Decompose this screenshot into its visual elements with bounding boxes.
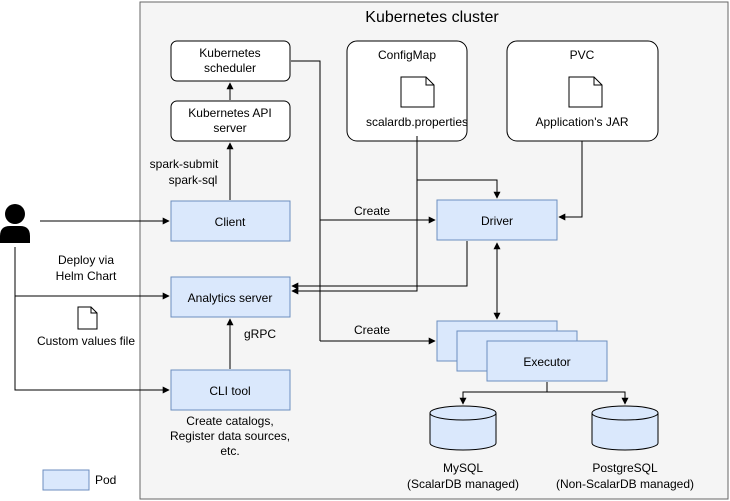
cli-notes-line2: Register data sources, [170, 429, 290, 443]
analytics-server-pod[interactable] [170, 276, 291, 318]
mysql-database-icon[interactable] [429, 405, 497, 451]
cli-notes-line3: etc. [220, 444, 239, 458]
cli-tool-pod[interactable] [170, 369, 291, 411]
spark-cmds-line1: spark-submit [150, 157, 219, 171]
scheduler-label-line1: Kubernetes [199, 46, 260, 60]
client-pod[interactable] [170, 200, 291, 242]
edge-user-cli [14, 296, 170, 394]
edge-driver-analytics [291, 241, 468, 290]
postgresql-label-line2: (Non-ScalarDB managed) [556, 477, 694, 491]
grpc-label: gRPC [244, 327, 276, 341]
configmap-title: ConfigMap [378, 48, 436, 62]
driver-pod[interactable] [436, 199, 558, 241]
configmap-file-icon [400, 76, 435, 108]
edge-configmap-analytics [291, 180, 418, 295]
executor-pod[interactable] [486, 340, 608, 382]
mysql-label-line2: (ScalarDB managed) [407, 477, 519, 491]
legend-pod-swatch [42, 469, 90, 491]
analytics-server-label: Analytics server [188, 291, 273, 305]
spark-cmds-line2: spark-sql [169, 173, 218, 187]
user-icon [0, 204, 30, 243]
api-server-label-line2: server [213, 121, 246, 135]
pvc-file-label: Application's JAR [536, 115, 629, 129]
postgresql-database-icon[interactable] [591, 405, 659, 451]
custom-values-file-icon [77, 306, 98, 330]
configmap-file-label: scalardb.properties [366, 115, 468, 129]
client-label: Client [215, 215, 246, 229]
edge-configmap-driver [416, 136, 501, 199]
edge-pvc-driver [558, 141, 583, 221]
create-executor-label: Create [354, 323, 390, 337]
executor-label: Executor [523, 355, 570, 369]
postgresql-label-line1: PostgreSQL [592, 461, 658, 475]
create-driver-label: Create [354, 204, 390, 218]
cli-notes-line1: Create catalogs, [186, 414, 273, 428]
pvc-file-icon [568, 76, 603, 108]
deploy-label-line2: Helm Chart [56, 269, 117, 283]
custom-values-file-label: Custom values file [37, 334, 135, 348]
deploy-label-line1: Deploy via [58, 253, 114, 267]
api-server-label-line1: Kubernetes API [188, 106, 271, 120]
scheduler-label-line2: scheduler [204, 61, 256, 75]
legend-pod-label: Pod [95, 473, 116, 487]
edge-scheduler-trunk [291, 60, 321, 341]
scheduler-box[interactable] [170, 40, 291, 82]
pvc-title: PVC [570, 48, 595, 62]
mysql-label-line1: MySQL [443, 461, 483, 475]
api-server-box[interactable] [170, 100, 291, 142]
driver-label: Driver [481, 214, 513, 228]
cli-tool-label: CLI tool [209, 384, 250, 398]
cluster-title: Kubernetes cluster [365, 9, 499, 26]
